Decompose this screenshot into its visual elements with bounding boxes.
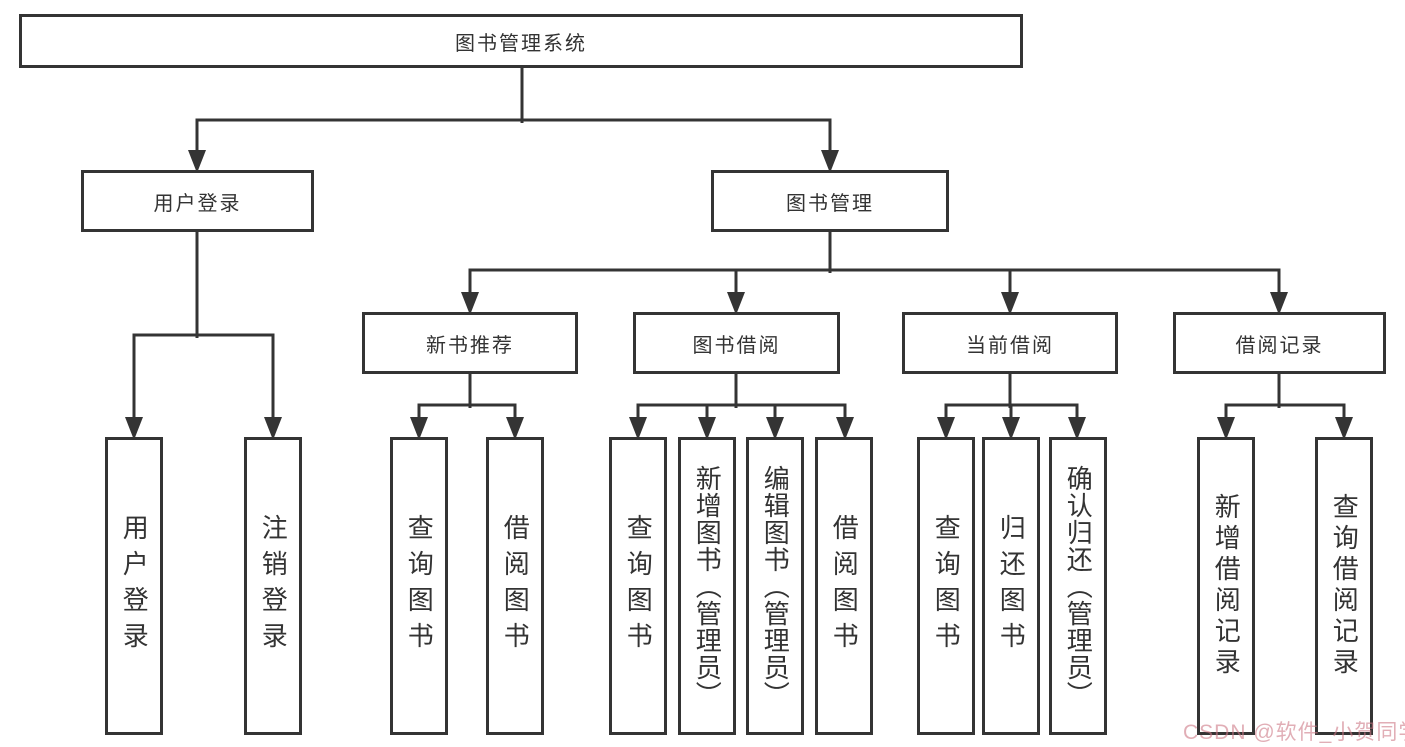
node-user-login: 用户登录	[81, 170, 314, 232]
leaf-borrow-books-recommend-label: 借阅图书	[500, 514, 531, 658]
csdn-watermark: CSDN @软件_小贺同学	[1183, 721, 1405, 744]
leaf-confirm-return-admin-label: 确认归还（管理员）	[1063, 464, 1094, 708]
leaf-add-book-admin: 新增图书（管理员）	[678, 437, 736, 735]
leaf-query-borrow-record: 查询借阅记录	[1315, 437, 1373, 735]
node-current-borrowing: 当前借阅	[902, 312, 1118, 374]
node-new-book-recommend: 新书推荐	[362, 312, 578, 374]
leaf-return-book: 归还图书	[982, 437, 1040, 735]
leaf-query-books-borrowing-label: 查询图书	[623, 514, 654, 658]
leaf-query-borrow-record-label: 查询借阅记录	[1329, 493, 1360, 679]
leaf-logout-login: 注销登录	[244, 437, 302, 735]
leaf-return-book-label: 归还图书	[996, 514, 1027, 658]
leaf-borrow-books-borrowing: 借阅图书	[815, 437, 873, 735]
leaf-add-borrow-record-label: 新增借阅记录	[1211, 493, 1242, 679]
leaf-user-login: 用户登录	[105, 437, 163, 735]
leaf-query-books-current: 查询图书	[917, 437, 975, 735]
leaf-query-books-current-label: 查询图书	[931, 514, 962, 658]
leaf-borrow-books-recommend: 借阅图书	[486, 437, 544, 735]
leaf-query-books-recommend: 查询图书	[390, 437, 448, 735]
leaf-add-book-admin-label: 新增图书（管理员）	[692, 464, 723, 708]
node-borrow-records: 借阅记录	[1173, 312, 1386, 374]
leaf-query-books-recommend-label: 查询图书	[404, 514, 435, 658]
leaf-confirm-return-admin: 确认归还（管理员）	[1049, 437, 1107, 735]
leaf-query-books-borrowing: 查询图书	[609, 437, 667, 735]
leaf-borrow-books-borrowing-label: 借阅图书	[829, 514, 860, 658]
leaf-add-borrow-record: 新增借阅记录	[1197, 437, 1255, 735]
node-book-management: 图书管理	[711, 170, 949, 232]
node-root: 图书管理系统	[19, 14, 1023, 68]
node-book-borrowing: 图书借阅	[633, 312, 840, 374]
leaf-user-login-label: 用户登录	[119, 514, 150, 658]
leaf-edit-book-admin-label: 编辑图书（管理员）	[760, 464, 791, 708]
leaf-logout-login-label: 注销登录	[258, 514, 289, 658]
leaf-edit-book-admin: 编辑图书（管理员）	[746, 437, 804, 735]
